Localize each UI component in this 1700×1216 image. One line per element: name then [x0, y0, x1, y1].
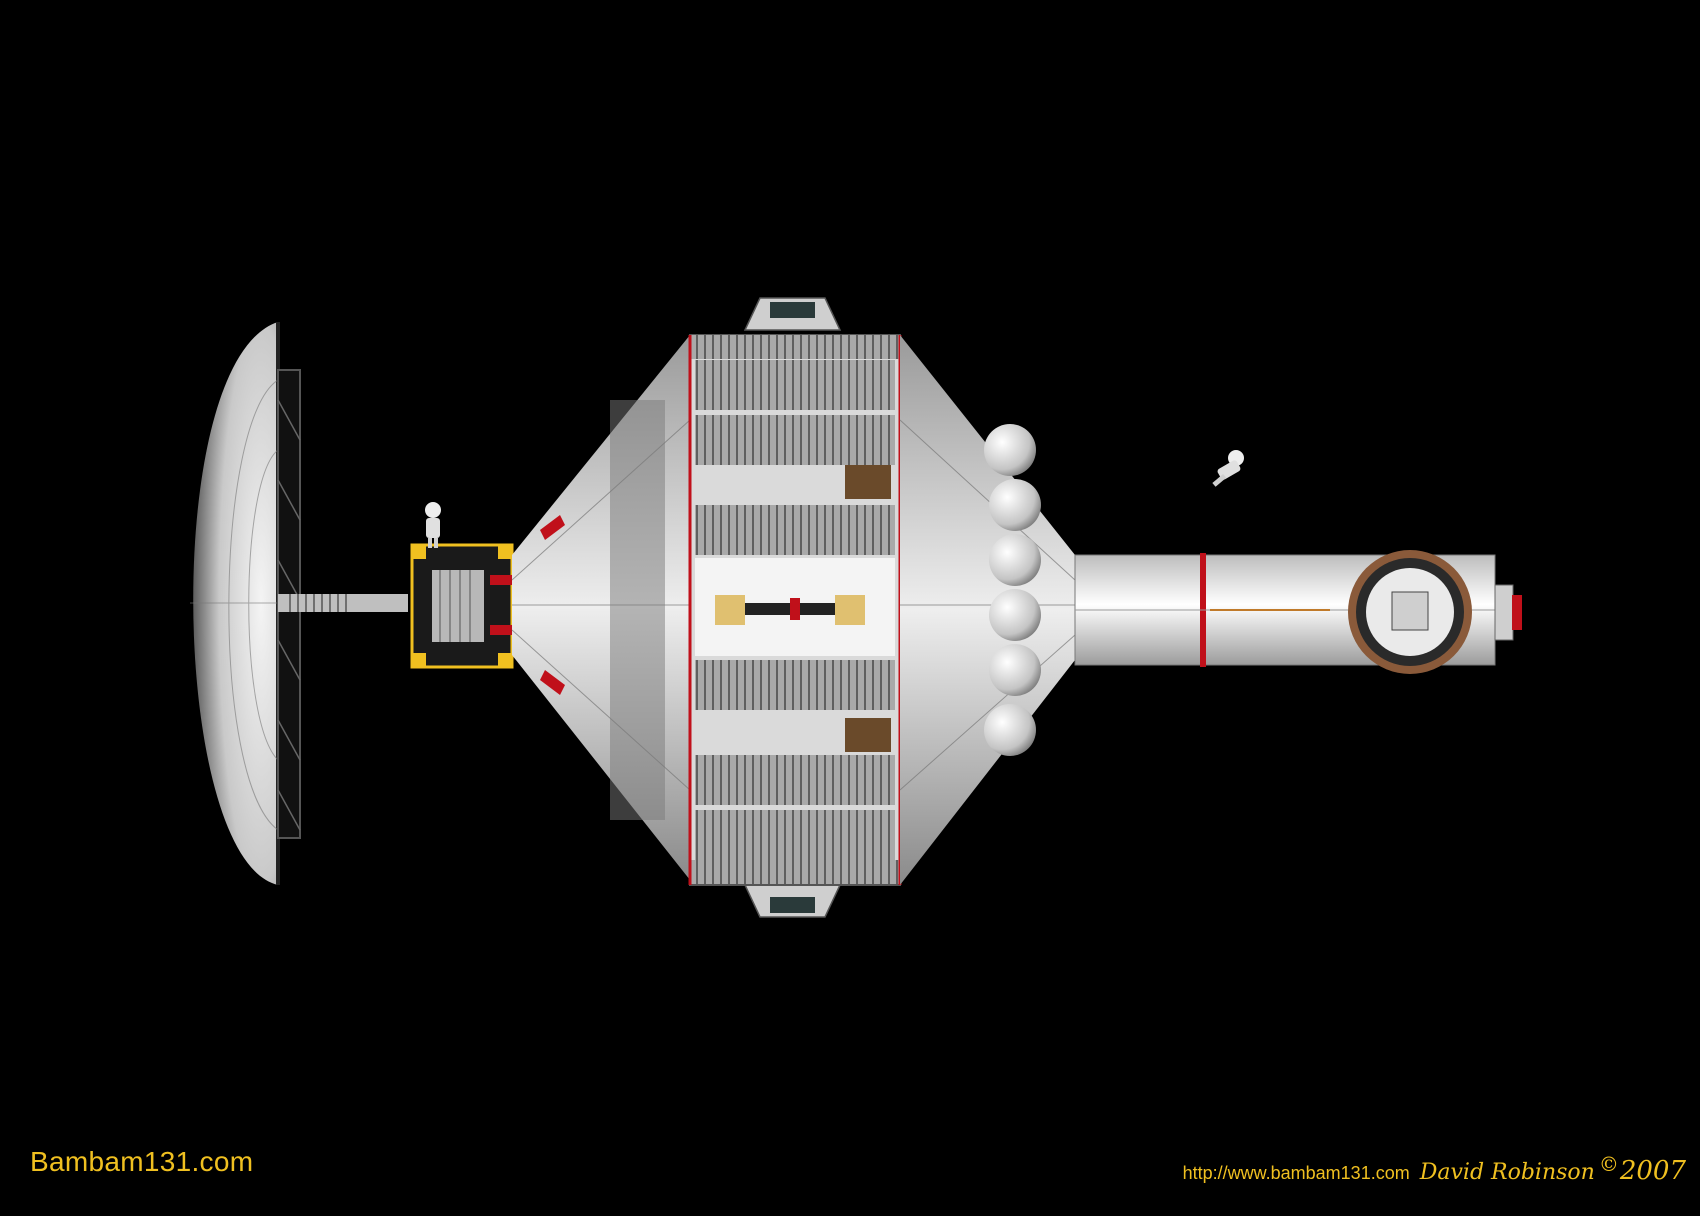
docking-ring [1348, 550, 1522, 674]
shield-dish [190, 322, 280, 885]
spine-connector [278, 594, 408, 612]
credit-author: David Robinson [1419, 1160, 1595, 1185]
docking-pod-top [743, 297, 842, 331]
cargo-barrels-top [845, 465, 891, 499]
yellow-truss-module [410, 543, 520, 669]
cargo-barrels-bottom [845, 718, 891, 752]
astronaut-left [425, 502, 441, 548]
front-cone [511, 335, 691, 880]
central-hull [688, 334, 902, 886]
credit-year: 2007 [1619, 1156, 1686, 1186]
astronaut-floating [1212, 450, 1244, 487]
propellant-tanks [984, 424, 1041, 756]
artist-credit: http://www.bambam131.com David Robinson … [1182, 1152, 1686, 1186]
docking-pod-bottom [743, 884, 842, 918]
rear-cone [899, 335, 1076, 885]
site-watermark: Bambam131.com [30, 1146, 254, 1177]
copyright-symbol: © [1598, 1152, 1619, 1176]
credit-url: http://www.bambam131.com [1182, 1163, 1410, 1183]
